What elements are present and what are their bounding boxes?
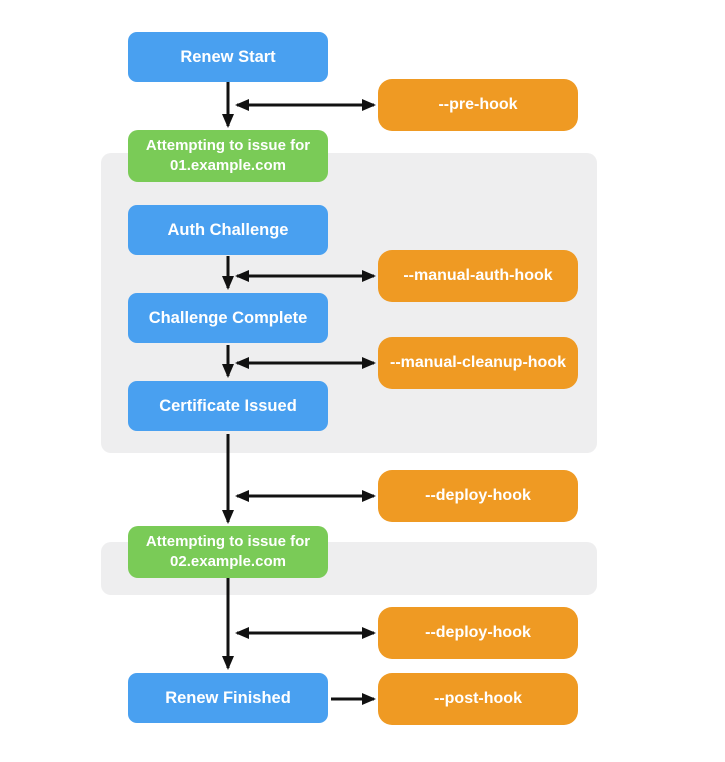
node-attempting-issue-01: Attempting to issue for 01.example.com	[128, 130, 328, 182]
node-renew-start: Renew Start	[128, 32, 328, 82]
node-deploy-hook-1: --deploy-hook	[378, 470, 578, 522]
node-post-hook-label: --post-hook	[434, 690, 522, 707]
node-manual-cleanup-hook: --manual-cleanup-hook	[378, 337, 578, 389]
node-attempting-issue-01-line2: 01.example.com	[170, 157, 286, 174]
node-deploy-hook-1-label: --deploy-hook	[425, 487, 531, 504]
node-certificate-issued: Certificate Issued	[128, 381, 328, 431]
node-manual-cleanup-hook-label: --manual-cleanup-hook	[389, 354, 566, 371]
node-certificate-issued-label: Certificate Issued	[159, 396, 297, 415]
node-manual-auth-hook: --manual-auth-hook	[378, 250, 578, 302]
node-pre-hook: --pre-hook	[378, 79, 578, 131]
node-renew-finished: Renew Finished	[128, 673, 328, 723]
node-pre-hook-label: --pre-hook	[438, 96, 518, 113]
node-challenge-complete-label: Challenge Complete	[148, 308, 308, 327]
node-deploy-hook-2-label: --deploy-hook	[425, 624, 531, 641]
node-challenge-complete: Challenge Complete	[128, 293, 328, 343]
node-auth-challenge-label: Auth Challenge	[167, 220, 289, 239]
node-auth-challenge: Auth Challenge	[128, 205, 328, 255]
node-renew-start-label: Renew Start	[180, 47, 276, 66]
node-attempting-issue-02-line2: 02.example.com	[170, 553, 286, 570]
node-post-hook: --post-hook	[378, 673, 578, 725]
node-attempting-issue-02-line1: Attempting to issue for	[145, 532, 311, 550]
node-attempting-issue-02: Attempting to issue for 02.example.com	[128, 526, 328, 578]
node-manual-auth-hook-label: --manual-auth-hook	[403, 267, 553, 284]
node-attempting-issue-01-line1: Attempting to issue for	[145, 136, 311, 154]
node-deploy-hook-2: --deploy-hook	[378, 607, 578, 659]
node-renew-finished-label: Renew Finished	[165, 688, 291, 707]
